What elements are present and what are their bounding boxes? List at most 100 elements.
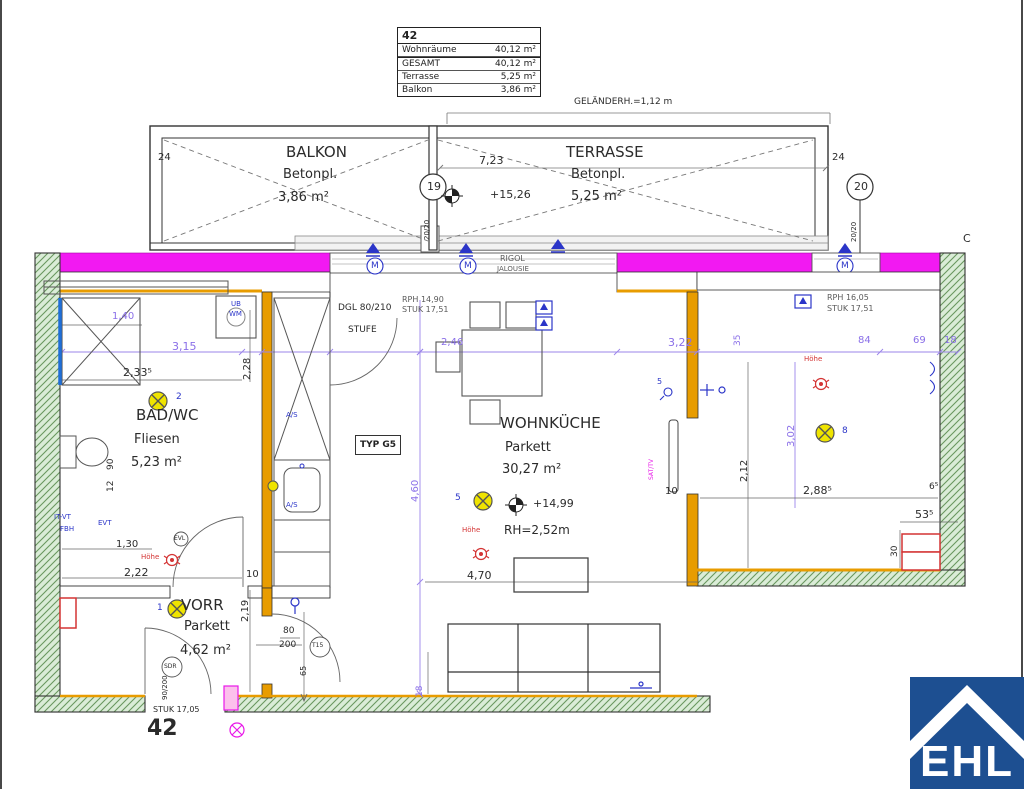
shaft-left xyxy=(59,597,77,629)
motor-vent-icon xyxy=(459,257,477,275)
sat-note: SAT/TV xyxy=(648,458,655,480)
badwc-name: BAD/WC xyxy=(136,406,199,424)
badwc-floor: Fliesen xyxy=(134,432,180,447)
area-label: Terrasse xyxy=(402,72,440,82)
area-table: 42 Wohnräume 40,12 m² GESAMT 40,12 m² Te… xyxy=(397,27,541,97)
ceiling-lamp-icon xyxy=(473,491,493,511)
dim-6s: 6⁵ xyxy=(929,482,939,492)
door-entrance xyxy=(144,627,212,695)
shaft-right-1 xyxy=(901,533,941,553)
col-dim-right: 20/20 xyxy=(850,221,858,242)
col-dim-left: 20/20 xyxy=(423,219,431,240)
vent-m-2: M xyxy=(464,261,472,271)
door-vorraum xyxy=(271,613,341,683)
wall-bath-kitchen xyxy=(261,291,273,589)
badwc-area: 5,23 m² xyxy=(131,455,182,470)
dim-535: 53⁵ xyxy=(915,508,934,521)
door-bath xyxy=(172,516,244,588)
terrasse-name: TERRASSE xyxy=(566,143,644,161)
wall-livingroom-lower xyxy=(686,493,699,587)
kueche-area: 30,27 m² xyxy=(502,462,562,477)
dim-shower-width: 1,40 xyxy=(112,311,135,322)
vorr-floor: Parkett xyxy=(184,619,230,634)
axis-marker-19 xyxy=(419,173,447,201)
kitchen-counter xyxy=(447,623,661,693)
door-jamb-bottom xyxy=(261,683,273,699)
area-table-row: GESAMT 40,12 m² xyxy=(398,57,540,71)
evl-label: EVL xyxy=(174,535,186,542)
type-label-box: TYP G5 xyxy=(355,435,401,455)
dim-35: 35 xyxy=(733,334,743,346)
dim-bath-width: 3,15 xyxy=(172,340,197,353)
jalousie-note: JALOUSIE xyxy=(497,265,529,273)
kitchen-tall-cabinet xyxy=(273,297,331,461)
door-note-dgl: DGL 80/210 xyxy=(338,303,392,313)
t15-circle xyxy=(309,636,331,658)
door-contact-icon xyxy=(290,597,300,614)
balcony-terrace-structure xyxy=(149,112,874,253)
area-table-row: Balkon 3,86 m² xyxy=(398,84,540,96)
fixture-as-2: A/S xyxy=(286,501,298,509)
ehl-logo: EHL xyxy=(910,677,1024,789)
vorr-area: 4,62 m² xyxy=(180,643,231,658)
area-label: GESAMT xyxy=(402,59,440,69)
dim-322: 3,22 xyxy=(668,336,693,349)
sdr-label: SDR xyxy=(164,663,177,670)
dim-12: 12 xyxy=(106,480,116,492)
fixture-evt: EVT xyxy=(98,519,112,527)
wall-lamp-icon xyxy=(267,480,279,492)
dim-30: 30 xyxy=(890,545,900,557)
dim-302: 3,02 xyxy=(786,424,797,447)
intercom-box xyxy=(223,685,239,711)
dim-24-right: 24 xyxy=(832,152,845,163)
dim-24-left: 24 xyxy=(158,152,171,163)
dim-90: 90 xyxy=(106,458,116,470)
fixture-5-right: 5 xyxy=(657,377,663,386)
stuk-note-bottom: STUK 17,05 xyxy=(153,705,200,714)
sideboard xyxy=(513,557,589,593)
dining-set xyxy=(435,301,543,425)
hoehe-bad: Höhe xyxy=(141,553,160,561)
dim-219: 2,19 xyxy=(240,599,251,622)
ceiling-lamp-icon xyxy=(815,423,835,443)
door-leaf-room xyxy=(668,419,679,493)
dim-84: 84 xyxy=(858,335,871,346)
door-jamb-top xyxy=(261,587,273,617)
room-height: RH=2,52m xyxy=(504,523,570,537)
axis-19: 19 xyxy=(427,180,441,193)
walls xyxy=(34,252,966,713)
faucet-icon xyxy=(630,681,652,689)
area-value: 40,12 m² xyxy=(494,59,536,69)
evl-circle xyxy=(173,531,189,547)
dim-212: 2,12 xyxy=(739,459,750,482)
smoke-detector-icon xyxy=(163,553,181,567)
railing-note: GELÄNDERH.=1,12 m xyxy=(574,97,673,107)
toilet xyxy=(59,435,109,469)
dim-bath-depth: 2,28 xyxy=(242,357,253,380)
socket-icon xyxy=(659,387,673,401)
door-note-stufe: STUFE xyxy=(348,325,377,335)
area-value: 5,25 m² xyxy=(500,72,536,82)
vent-m-3: M xyxy=(841,261,849,271)
terrasse-area: 5,25 m² xyxy=(571,189,622,204)
dim-470: 4,70 xyxy=(467,569,492,582)
dim-2885: 2,88⁵ xyxy=(803,484,832,497)
ta-valve-icon xyxy=(794,294,812,309)
area-table-unit: 42 xyxy=(398,28,540,44)
wall-livingroom-upper xyxy=(686,291,699,419)
vent-m-1: M xyxy=(371,261,379,271)
area-label: Wohnräume xyxy=(402,45,457,55)
smoke-detector-icon xyxy=(472,547,490,561)
sdr-circle xyxy=(161,656,183,678)
wall-right xyxy=(939,252,966,587)
balkon-material: Betonpl. xyxy=(283,167,338,182)
lamp-1-label: 1 xyxy=(157,603,163,613)
dim-18-right: 18 xyxy=(944,335,957,346)
dim-65: 65 xyxy=(299,665,308,676)
area-table-row: Terrasse 5,25 m² xyxy=(398,71,540,84)
ta-valve-icon xyxy=(535,300,553,315)
door-dim-200: 200 xyxy=(279,640,297,650)
balkon-area: 3,86 m² xyxy=(278,190,329,205)
